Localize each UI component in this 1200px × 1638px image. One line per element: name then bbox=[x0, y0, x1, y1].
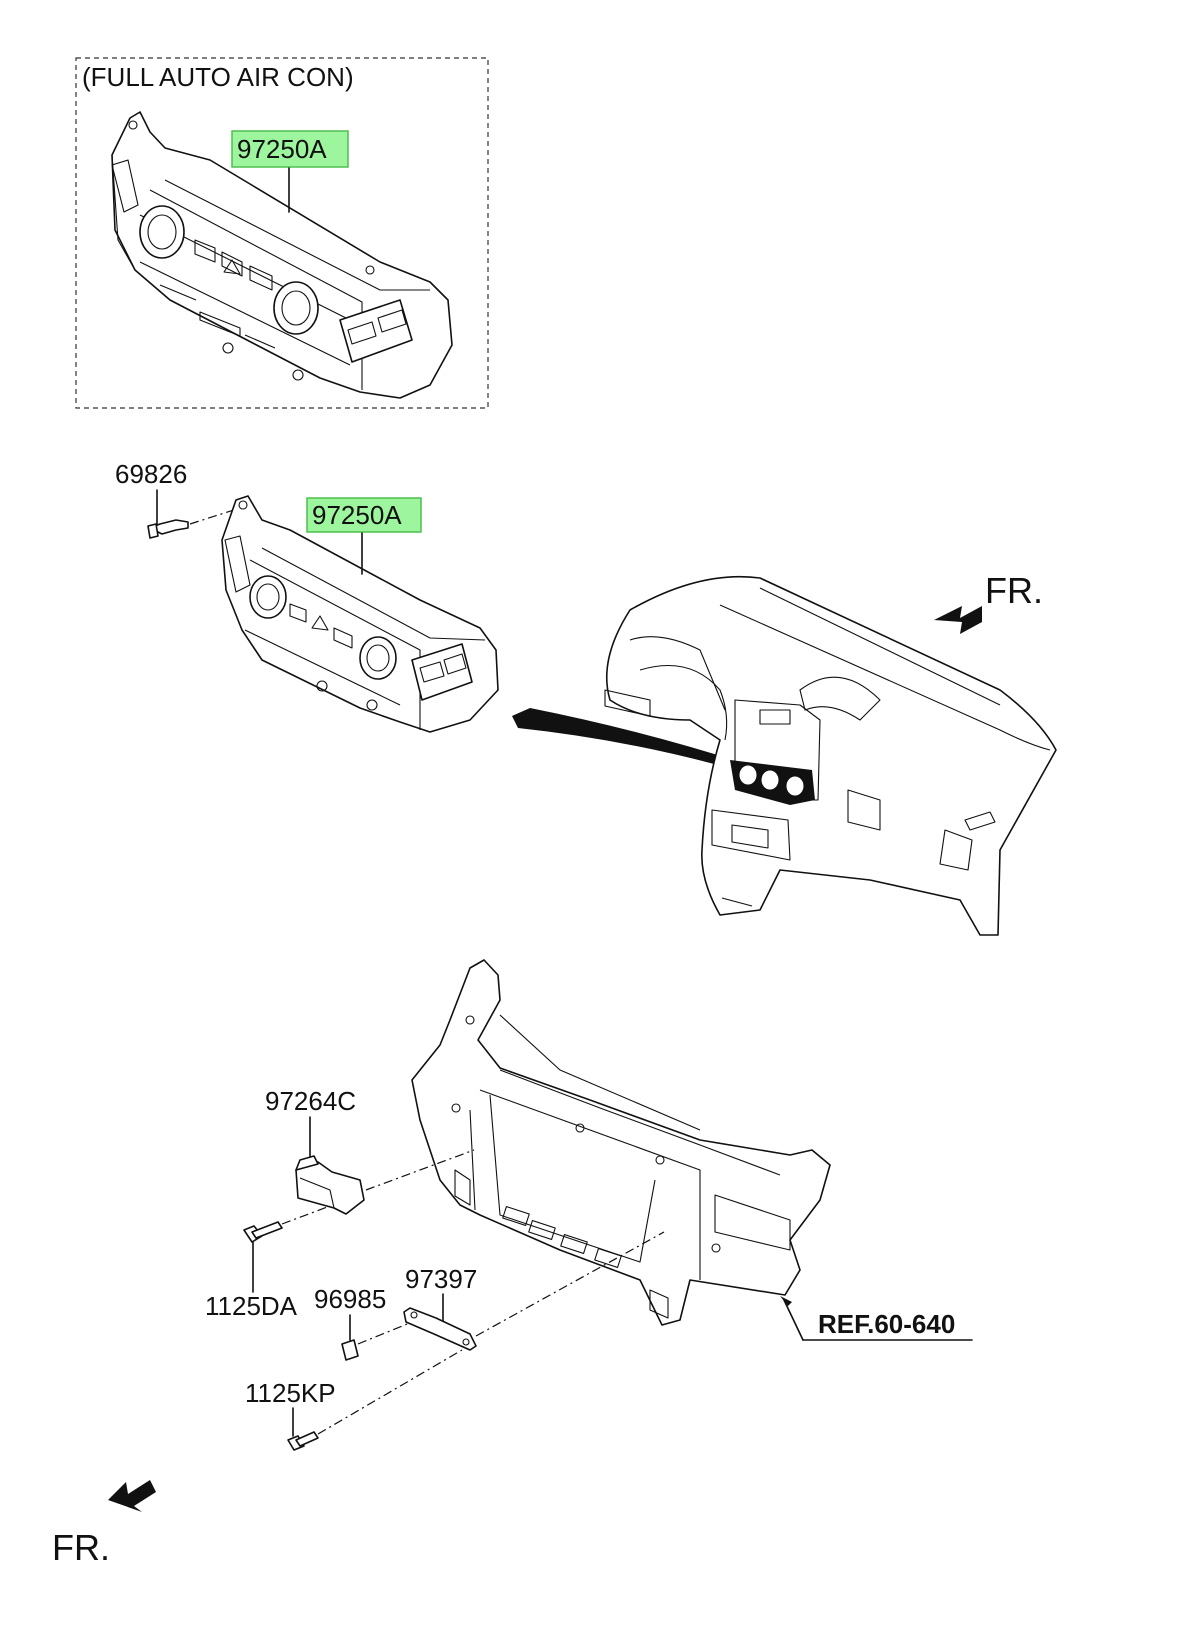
part-number-1125KP: 1125KP bbox=[245, 1378, 336, 1408]
bolt-1125DA-group[interactable]: 1125DA bbox=[205, 1205, 331, 1321]
location-arrow bbox=[512, 708, 740, 770]
part-number-97397: 97397 bbox=[405, 1264, 477, 1294]
sensor-97264C-group[interactable]: 97264C bbox=[265, 1086, 475, 1215]
part-number-96985: 96985 bbox=[314, 1284, 386, 1314]
climate-control-unit-top[interactable] bbox=[111, 111, 453, 399]
reference-label: REF.60-640 bbox=[818, 1309, 955, 1339]
dashboard-illustration bbox=[604, 575, 1057, 936]
full-auto-group: (FULL AUTO AIR CON) bbox=[75, 57, 489, 409]
callout-97250A-mid[interactable]: 97250A bbox=[306, 497, 422, 575]
climate-control-unit-mid[interactable] bbox=[221, 495, 499, 733]
reference-callout[interactable]: REF.60-640 bbox=[780, 1296, 973, 1341]
part-number-97250A-top: 97250A bbox=[237, 134, 327, 164]
clip-96985-group[interactable]: 96985 bbox=[314, 1284, 413, 1361]
front-label-top: FR. bbox=[985, 570, 1043, 611]
front-arrow-bottom: FR. bbox=[52, 1480, 156, 1568]
part-number-69826: 69826 bbox=[115, 459, 187, 489]
front-end-carrier bbox=[411, 959, 831, 1326]
part-number-1125DA: 1125DA bbox=[205, 1291, 298, 1321]
part-number-97264C: 97264C bbox=[265, 1086, 356, 1116]
variant-dashed-box bbox=[75, 57, 489, 409]
callout-97250A-top[interactable]: 97250A bbox=[231, 130, 349, 213]
bracket-97397-group[interactable]: 97397 bbox=[403, 1231, 665, 1351]
variant-label: (FULL AUTO AIR CON) bbox=[82, 62, 354, 92]
front-label-bottom: FR. bbox=[52, 1527, 110, 1568]
bolt-1125KP-group[interactable]: 1125KP bbox=[245, 1349, 463, 1451]
screw-69826-group[interactable]: 69826 bbox=[115, 459, 241, 539]
part-number-97250A-mid: 97250A bbox=[312, 500, 402, 530]
front-arrow-top: FR. bbox=[934, 570, 1043, 634]
